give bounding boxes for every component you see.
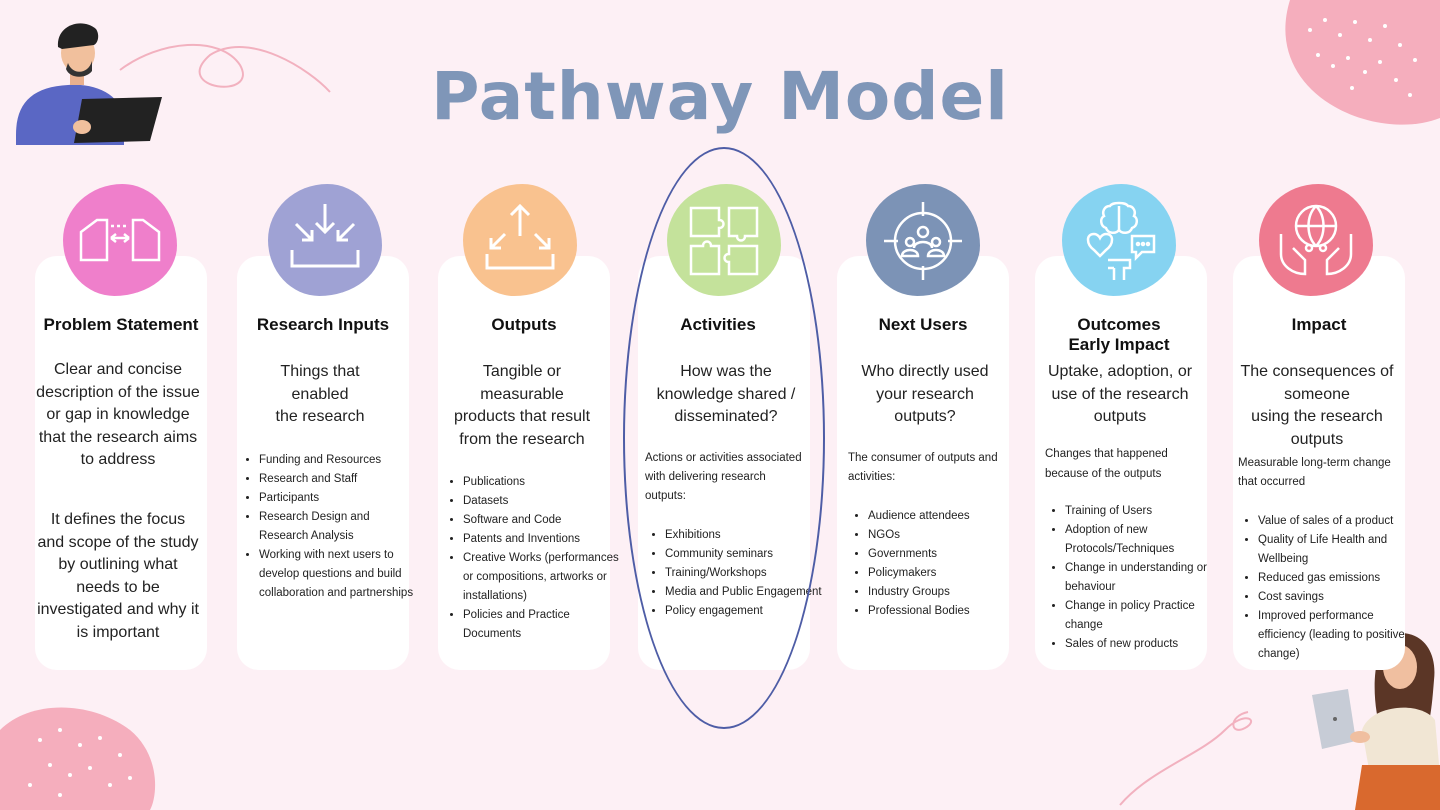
- research-inputs-icon-blob: [268, 184, 382, 296]
- mind-heart-chat-icon: [1086, 201, 1156, 280]
- outputs-icon-blob: [463, 184, 577, 296]
- pink-blob-decoration-top-right: [1285, 0, 1440, 125]
- squiggle-line-decoration-bottom-right: [1119, 711, 1253, 806]
- research-inputs-card: [237, 256, 409, 670]
- list-item: Value of sales of a product: [1258, 512, 1418, 531]
- list-item: Sales of new products: [1065, 635, 1225, 654]
- list-item: Change in understanding or behaviour: [1065, 559, 1225, 597]
- globe-hands-icon: [1279, 204, 1353, 276]
- pink-blob-decoration-bottom-left: [0, 707, 156, 810]
- list-item: Professional Bodies: [868, 602, 1028, 621]
- problem-statement-title: Problem Statement: [43, 315, 199, 334]
- list-item: Working with next users to develop quest…: [259, 546, 419, 603]
- impact-card: [1233, 256, 1405, 670]
- problem-statement-description-2: It defines the focus and scope of the st…: [37, 511, 199, 641]
- outputs-card: [438, 256, 610, 670]
- list-item: Governments: [868, 545, 1028, 564]
- next-users-card: [837, 256, 1009, 670]
- list-item: Policies and Practice Documents: [463, 606, 623, 644]
- impact-title: Impact: [1291, 315, 1347, 334]
- outcomes-title-line-2: Early Impact: [1068, 335, 1170, 354]
- problem-statement-description: Clear and concise description of the iss…: [36, 361, 200, 468]
- impact-intro: Measurable long-term change that occurre…: [1238, 457, 1391, 488]
- next-users-icon-blob: [866, 184, 980, 296]
- list-item: Funding and Resources: [259, 451, 419, 470]
- problem-statement-card: [35, 256, 207, 670]
- impact-list: Value of sales of a product Quality of L…: [1238, 512, 1418, 664]
- outcomes-card: [1035, 256, 1207, 670]
- outputs-title: Outputs: [491, 315, 557, 334]
- outcomes-list: Training of Users Adoption of new Protoc…: [1045, 502, 1225, 654]
- man-with-laptop-illustration: [16, 23, 162, 145]
- list-item: Cost savings: [1258, 588, 1418, 607]
- research-inputs-title: Research Inputs: [256, 315, 390, 334]
- list-item: Industry Groups: [868, 583, 1028, 602]
- squiggle-line-decoration-top: [119, 43, 331, 93]
- list-item: Creative Works (performances or composit…: [463, 549, 623, 606]
- next-users-list: Audience attendees NGOs Governments Poli…: [848, 507, 1028, 621]
- list-item: Quality of Life Health and Wellbeing: [1258, 531, 1418, 569]
- woman-with-laptop-illustration: [1312, 633, 1440, 810]
- download-tray-icon: [290, 204, 360, 268]
- problem-statement-icon-blob: [63, 184, 177, 296]
- activities-highlight-ring: [623, 147, 825, 729]
- next-users-title: Next Users: [878, 315, 968, 334]
- research-inputs-list: Funding and Resources Research and Staff…: [239, 451, 419, 603]
- outcomes-icon-blob: [1062, 184, 1176, 296]
- upload-arrows-icon: [485, 203, 555, 270]
- list-item: Adoption of new Protocols/Techniques: [1065, 521, 1225, 559]
- list-item: Participants: [259, 489, 419, 508]
- list-item: Publications: [463, 473, 623, 492]
- list-item: Training of Users: [1065, 502, 1225, 521]
- list-item: Policymakers: [868, 564, 1028, 583]
- list-item: Datasets: [463, 492, 623, 511]
- list-item: Reduced gas emissions: [1258, 569, 1418, 588]
- page-title: Pathway Model: [431, 58, 1009, 135]
- target-audience-icon: [884, 202, 962, 280]
- list-item: Software and Code: [463, 511, 623, 530]
- outcomes-title: Outcomes Early Impact: [1030, 315, 1208, 355]
- list-item: Patents and Inventions: [463, 530, 623, 549]
- outputs-list: Publications Datasets Software and Code …: [443, 473, 623, 644]
- list-item: Change in policy Practice change: [1065, 597, 1225, 635]
- list-item: NGOs: [868, 526, 1028, 545]
- outcomes-title-line-1: Outcomes: [1077, 315, 1161, 334]
- list-item: Research Design and Research Analysis: [259, 508, 419, 546]
- outcomes-intro: Changes that happened because of the out…: [1045, 448, 1168, 480]
- list-item: Improved performance efficiency (leading…: [1258, 607, 1418, 664]
- bridge-gap-icon: [79, 218, 161, 262]
- list-item: Audience attendees: [868, 507, 1028, 526]
- impact-icon-blob: [1259, 184, 1373, 296]
- next-users-intro: The consumer of outputs and activities:: [848, 452, 998, 483]
- list-item: Research and Staff: [259, 470, 419, 489]
